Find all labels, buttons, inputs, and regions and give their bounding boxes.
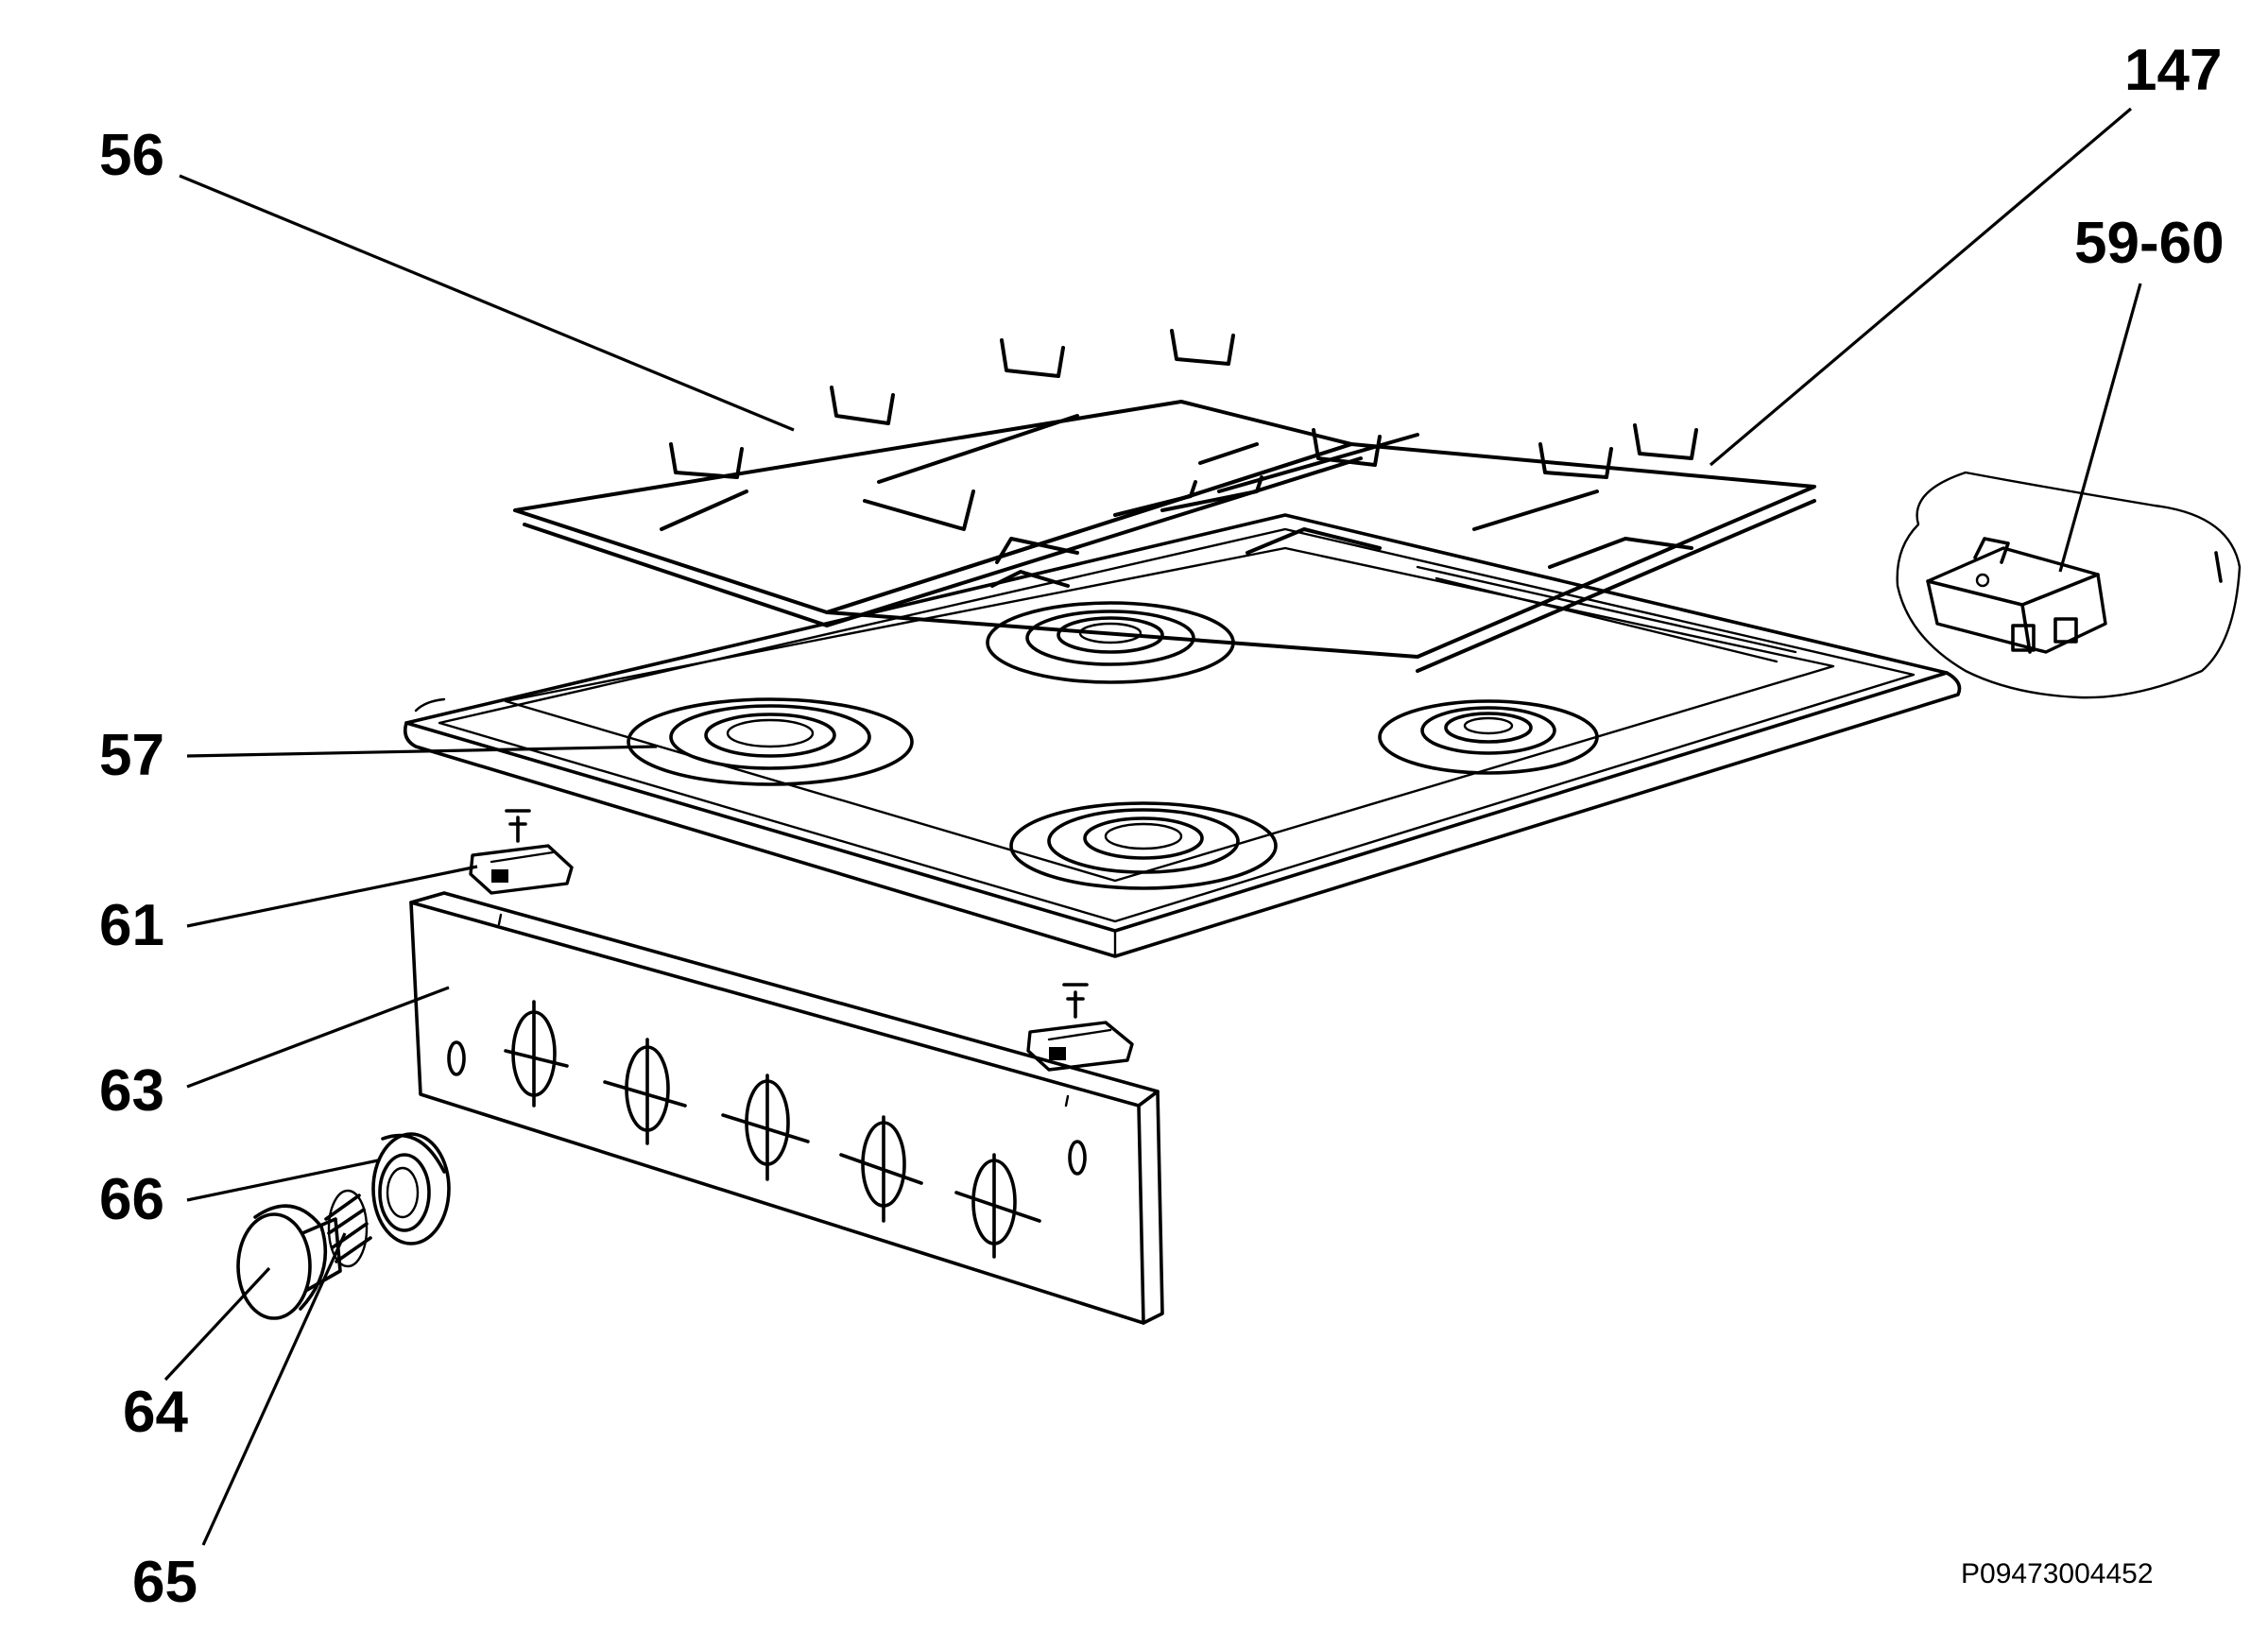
burner-front-center [1009, 801, 1278, 890]
drawing-code: P09473004452 [1961, 1558, 2154, 1589]
detail-bubble-59-60 [1896, 471, 2242, 699]
clip-part-59-60 [1926, 537, 2107, 654]
callout-59-60: 59-60 [2074, 211, 2225, 276]
callout-66: 66 [99, 1167, 164, 1232]
callout-65: 65 [132, 1550, 198, 1615]
leader-59-60 [2058, 283, 2142, 573]
control-knob-64 [236, 1204, 342, 1320]
callout-61: 61 [99, 893, 164, 958]
knob-marking-3 [721, 1074, 810, 1181]
leader-56 [179, 174, 795, 432]
knob-marking-2 [603, 1038, 687, 1145]
callout-147: 147 [2124, 38, 2222, 103]
leader-lines [163, 107, 2142, 1546]
control-panel-63 [409, 891, 1164, 1325]
callout-63: 63 [99, 1058, 164, 1124]
bracket-left-61 [469, 809, 574, 895]
bracket-right-61 [1026, 983, 1134, 1072]
leader-147 [1709, 107, 2133, 467]
pan-support-right-147 [825, 423, 1816, 673]
knob-marking-5 [954, 1153, 1041, 1259]
leader-57 [186, 745, 658, 758]
callout-64: 64 [123, 1380, 188, 1445]
leader-63 [186, 986, 450, 1089]
callout-56: 56 [99, 123, 164, 188]
knob-spring-65 [324, 1189, 372, 1268]
leader-61 [186, 865, 478, 928]
callout-57: 57 [99, 723, 164, 788]
pan-support-left-56 [513, 329, 1363, 627]
leader-65 [201, 1232, 347, 1546]
leader-66 [186, 1159, 379, 1202]
leader-64 [163, 1266, 271, 1382]
burner-rear-center [986, 601, 1235, 684]
burner-front-left [627, 697, 914, 786]
knob-marking-1 [504, 1000, 569, 1108]
hob-top-57 [403, 513, 1962, 958]
knob-ring-66 [371, 1132, 451, 1245]
knob-marking-4 [839, 1115, 923, 1223]
burner-right [1378, 699, 1599, 775]
